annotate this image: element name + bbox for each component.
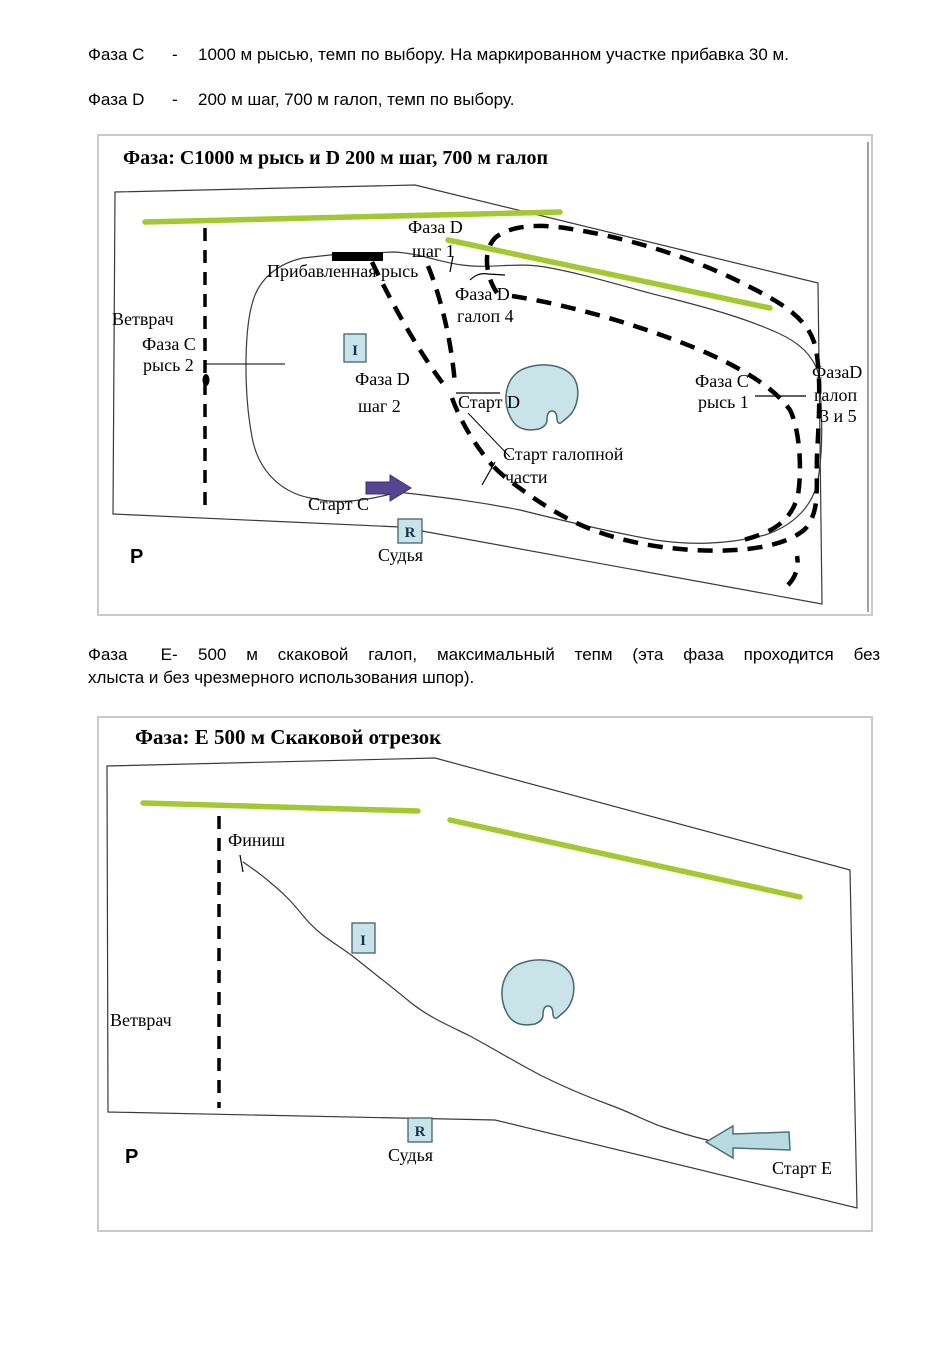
phase-e-text-line2: хлыста и без чрезмерного использования ш… xyxy=(88,667,475,687)
marked-section-line-2 xyxy=(447,817,803,900)
start-c-arrow-icon xyxy=(365,474,412,502)
label-start-d: Старт D xyxy=(458,392,520,412)
land-boundary xyxy=(106,757,858,1209)
label-vetvrach: Ветврач xyxy=(112,309,174,329)
label-faza-c-rys2-line1: Фаза C xyxy=(142,334,196,354)
i-marker-letter: I xyxy=(360,933,366,949)
label-start-galop-line1: Старт галопной xyxy=(503,444,624,464)
walk-track-branch-1 xyxy=(369,261,450,392)
label-p-marker: P xyxy=(125,1146,138,1168)
field-outline xyxy=(245,251,823,544)
marked-section-line-1 xyxy=(140,800,421,814)
gallop-track-loop xyxy=(484,223,822,553)
i-marker-box xyxy=(343,333,367,363)
r-marker-letter: R xyxy=(405,525,416,541)
phase-e-label: Фаза E xyxy=(88,645,172,664)
phase-d-label: Фаза D xyxy=(88,90,145,109)
gallop-track-end-hook xyxy=(786,555,800,587)
label-faza-d-shag2-line2: шаг 2 xyxy=(358,396,401,416)
shag1-tick xyxy=(449,255,454,273)
phase-c-dash: - xyxy=(172,45,178,64)
phase-c-text: 1000 м рысью, темп по выбору. На маркиро… xyxy=(198,45,789,64)
phase-d-dash: - xyxy=(172,90,178,109)
label-faza-d-shag2-line1: Фаза D xyxy=(355,369,410,389)
marked-section-line-2 xyxy=(445,237,773,311)
r-marker-letter: R xyxy=(415,1124,426,1140)
phase-e-line2: хлыста и без чрезмерного использования ш… xyxy=(88,667,880,690)
paragraph-phase-c: Фаза C - 1000 м рысью, темп по выбору. На … xyxy=(88,44,880,67)
walk-track-branch-2 xyxy=(425,265,458,386)
label-fazad-galop35-line2: галоп xyxy=(814,385,858,405)
label-sudya: Судья xyxy=(378,545,423,565)
galop4-leader xyxy=(469,273,506,281)
i-marker-letter: I xyxy=(352,343,358,359)
pond xyxy=(501,959,575,1026)
diagram1-title: Фаза: C1000 м рысь и D 200 м шаг, 700 м … xyxy=(123,147,548,169)
label-fazad-galop35-line3: 3 и 5 xyxy=(820,406,857,426)
label-sudya: Судья xyxy=(388,1145,433,1165)
start-e-arrow-icon xyxy=(704,1124,791,1160)
r-marker-box xyxy=(407,1117,433,1143)
pond xyxy=(505,364,579,431)
finish-tick xyxy=(239,854,244,873)
marked-section-line-1 xyxy=(142,209,563,225)
gallop-track-return xyxy=(511,293,803,543)
label-faza-c-rys1-line1: Фаза C xyxy=(695,371,749,391)
vet-line-marker xyxy=(202,374,210,386)
diagram-phase-e: Фаза: E 500 м Скаковой отрезок I R Финиш… xyxy=(97,716,873,1232)
label-faza-d-shag1-line1: Фаза D xyxy=(408,217,463,237)
start-d-leader xyxy=(467,412,511,458)
walk-track-branch-3 xyxy=(449,397,495,468)
diagram2-title: Фаза: E 500 м Скаковой отрезок xyxy=(135,725,442,749)
land-boundary xyxy=(112,184,823,605)
label-finish: Финиш xyxy=(228,830,285,850)
label-faza-d-shag1-line2: шаг 1 xyxy=(412,241,455,261)
label-faza-d-galop4-line2: галоп 4 xyxy=(457,306,514,326)
label-faza-c-rys1-line2: рысь 1 xyxy=(698,392,749,412)
phase-d-text: 200 м шаг, 700 м галоп, темп по выбору. xyxy=(198,90,515,109)
phase-c-label: Фаза C xyxy=(88,45,145,64)
gallop-start-tick xyxy=(481,461,496,486)
label-pribavlennaya-rys: Прибавленная рысь xyxy=(267,261,418,281)
phase-e-line1: Фаза E- 500 м скаковой галоп, максимальны… xyxy=(88,644,880,667)
i-marker-box xyxy=(351,922,376,954)
phase-e-text-line1: 500 м скаковой галоп, максимальный тепм … xyxy=(198,645,880,664)
label-start-c: Старт C xyxy=(308,494,369,514)
phase-e-dash: - xyxy=(172,645,178,664)
label-start-e: Старт E xyxy=(772,1158,832,1178)
r-marker-box xyxy=(397,518,423,544)
label-faza-d-galop4-line1: Фаза D xyxy=(455,284,510,304)
diagram-phase-cd: Фаза: C1000 м рысь и D 200 м шаг, 700 м … xyxy=(97,134,873,616)
label-start-galop-line2: части xyxy=(505,467,548,487)
paragraph-phase-d: Фаза D - 200 м шаг, 700 м галоп, темп по в… xyxy=(88,89,880,112)
diagram2-frame xyxy=(97,716,873,1232)
paragraph-phase-e: Фаза E- 500 м скаковой галоп, максимальны… xyxy=(88,644,880,690)
label-faza-c-rys2-line2: рысь 2 xyxy=(143,355,194,375)
label-vetvrach: Ветврач xyxy=(110,1010,172,1030)
gallop-course-line xyxy=(242,861,713,1142)
label-p-marker: P xyxy=(130,546,143,568)
added-trot-bar xyxy=(332,252,383,261)
label-fazad-galop35-line1: ФазаD xyxy=(812,362,862,382)
